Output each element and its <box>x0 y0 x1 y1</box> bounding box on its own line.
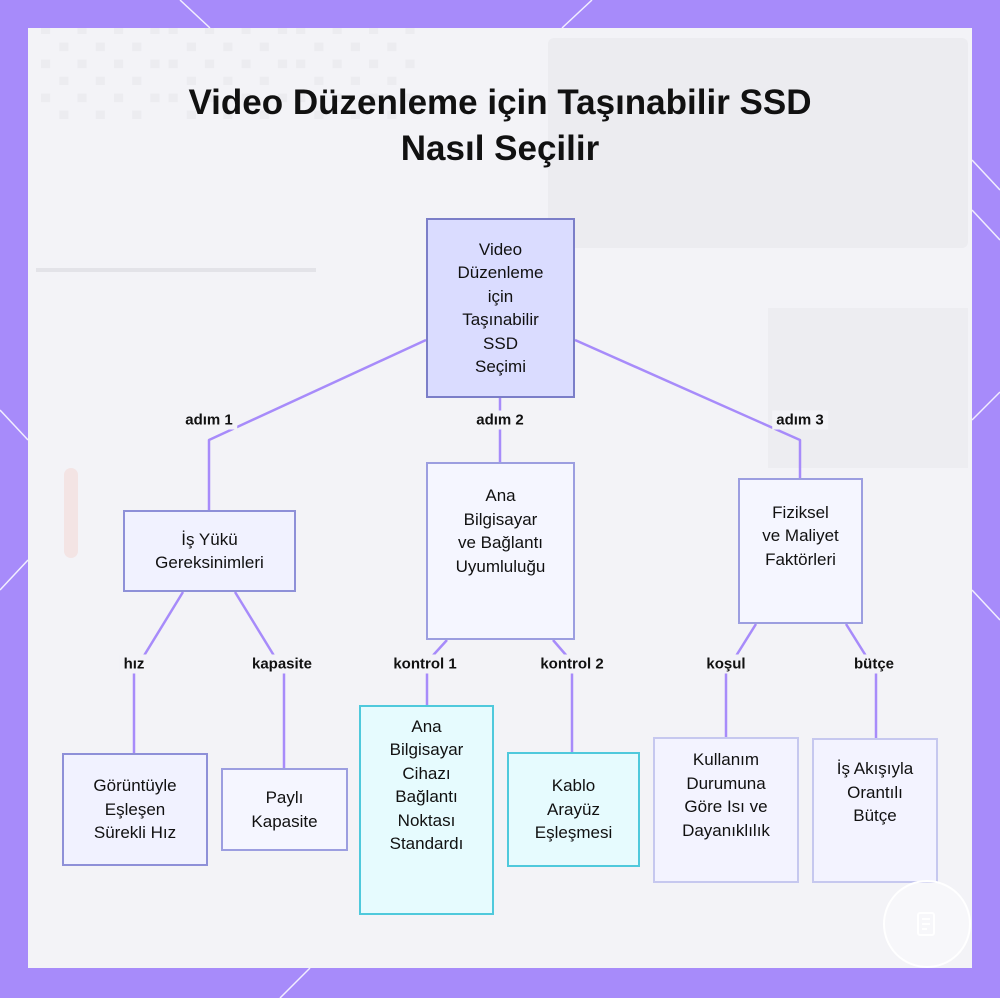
edge-label-branch-3-child-2: bütçe <box>849 654 899 674</box>
edge-label-branch-3: adım 3 <box>772 410 828 430</box>
edge-label-branch-1: adım 1 <box>181 410 237 430</box>
leaf-node-2-1-label: Ana Bilgisayar Cihazı Bağlantı Noktası S… <box>389 716 464 854</box>
branch-node-1-label: İş Yükü Gereksinimleri <box>155 529 264 573</box>
branch-node-3: Fiziksel ve Maliyet Faktörleri <box>738 478 863 624</box>
edge-label-branch-2-child-2: kontrol 2 <box>536 654 608 674</box>
branch-node-3-label: Fiziksel ve Maliyet Faktörleri <box>762 502 839 569</box>
branch-node-2: Ana Bilgisayar ve Bağlantı Uyumluluğu <box>426 462 575 640</box>
edge-root-branch-1 <box>207 338 427 510</box>
leaf-node-2-2: Kablo Arayüz Eşleşmesi <box>507 752 640 867</box>
root-node-label: Video Düzenleme için Taşınabilir SSD Seç… <box>457 239 544 377</box>
edge-branch-3-child-2 <box>844 623 878 738</box>
leaf-node-1-1-label: Görüntüyle Eşleşen Sürekli Hız <box>93 776 177 843</box>
background-blur-shape <box>36 268 316 272</box>
edge-label-branch-2: adım 2 <box>472 410 528 430</box>
background-blur-shape <box>768 308 968 468</box>
leaf-node-2-1: Ana Bilgisayar Cihazı Bağlantı Noktası S… <box>359 705 494 915</box>
branch-node-2-label: Ana Bilgisayar ve Bağlantı Uyumluluğu <box>455 486 546 576</box>
background-blur-shape <box>548 38 968 248</box>
edge-root-branch-3 <box>574 338 802 478</box>
edge-branch-3-child-1 <box>724 623 758 737</box>
document-icon <box>917 912 935 936</box>
edge-label-branch-1-child-1: hız <box>119 654 149 674</box>
root-node: Video Düzenleme için Taşınabilir SSD Seç… <box>426 218 575 398</box>
leaf-node-3-2-label: İş Akışıyla Orantılı Bütçe <box>836 759 914 826</box>
edge-branch-1-child-2 <box>233 591 286 768</box>
leaf-node-3-2: İş Akışıyla Orantılı Bütçe <box>812 738 938 883</box>
branch-node-1: İş Yükü Gereksinimleri <box>123 510 296 592</box>
background-blur-shape <box>64 468 78 558</box>
leaf-node-3-1-label: Kullanım Durumuna Göre Isı ve Dayanıklıl… <box>682 750 770 840</box>
edge-label-branch-3-child-1: koşul <box>702 654 750 674</box>
leaf-node-3-1: Kullanım Durumuna Göre Isı ve Dayanıklıl… <box>653 737 799 883</box>
edge-label-branch-2-child-1: kontrol 1 <box>389 654 461 674</box>
leaf-node-2-2-label: Kablo Arayüz Eşleşmesi <box>534 776 613 843</box>
leaf-node-1-2-label: Paylı Kapasite <box>251 788 318 831</box>
edge-label-branch-1-child-2: kapasite <box>247 654 317 674</box>
background-blur-shape: ░░░ <box>32 28 415 115</box>
diagram-title: Video Düzenleme için Taşınabilir SSD Nas… <box>188 83 812 168</box>
leaf-node-1-1: Görüntüyle Eşleşen Sürekli Hız <box>62 753 208 866</box>
watermark-logo <box>883 880 971 968</box>
leaf-node-1-2: Paylı Kapasite <box>221 768 348 851</box>
